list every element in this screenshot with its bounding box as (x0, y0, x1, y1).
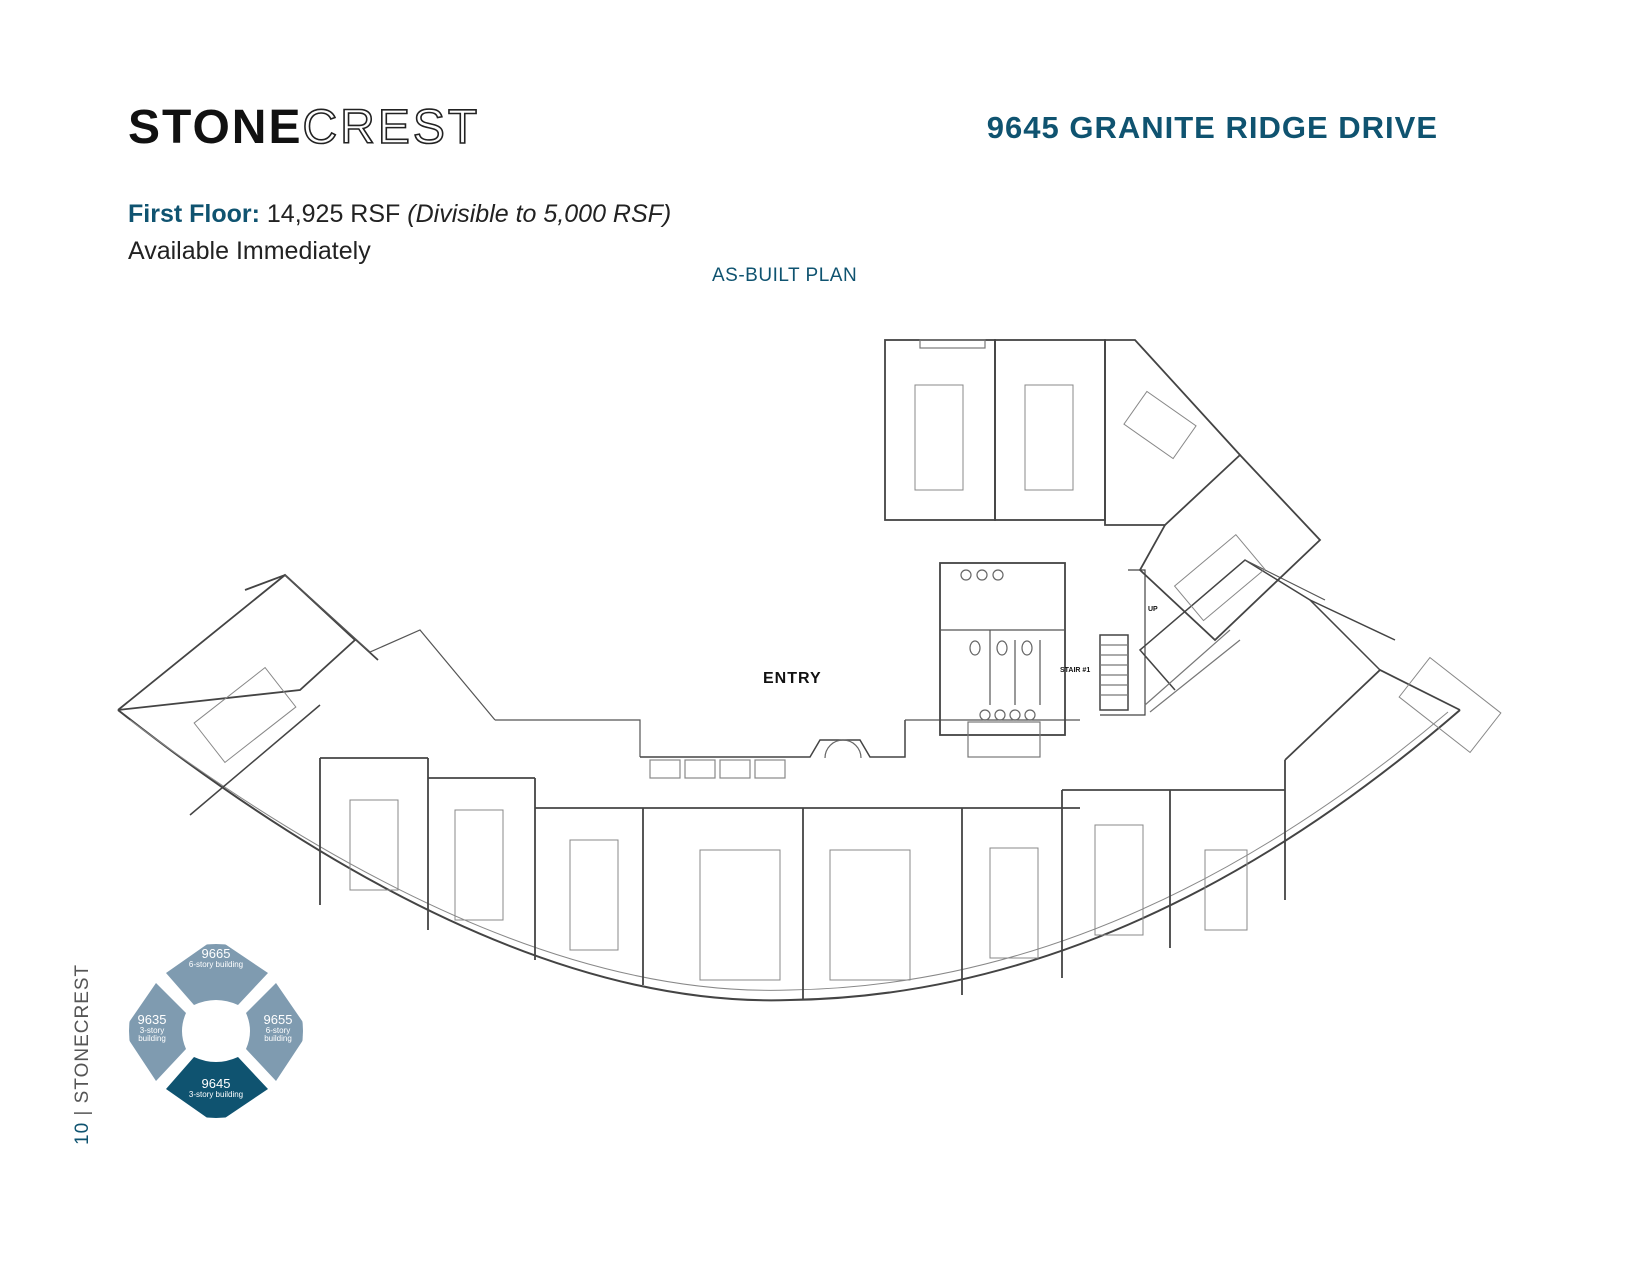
plan-caption: AS-BUILT PLAN (712, 265, 858, 286)
site-key-map: 9665 6-story building 9635 3-story build… (128, 943, 304, 1119)
floor-label: First Floor: (128, 200, 260, 228)
north-room-1 (884, 339, 996, 521)
building-9645-label: 9645 3-story building (188, 1076, 244, 1099)
brand-logo-solid: STONE (128, 101, 303, 154)
building-9665-shape (166, 944, 268, 1005)
divisible-note: (Divisible to 5,000 RSF) (407, 200, 672, 228)
floor-area: 14,925 RSF (266, 200, 401, 228)
building-9635-label: 9635 3-story building (137, 1012, 167, 1044)
availability-status: Available Immediately (128, 237, 371, 265)
north-room-3 (1104, 339, 1242, 526)
building-9655-shape (246, 983, 303, 1081)
brand-logo: STONECREST (128, 101, 481, 154)
stair-up-label: UP (1148, 606, 1158, 613)
key-map-graphic (129, 944, 303, 1118)
page-number: 10 (72, 1121, 93, 1145)
building-9665-label: 9665 6-story building (188, 946, 244, 969)
restroom-core (939, 562, 1066, 736)
stair-1 (1099, 634, 1129, 711)
building-address: 9645 GRANITE RIDGE DRIVE (986, 110, 1438, 145)
footer-separator: | (72, 1109, 93, 1116)
north-room-2 (994, 339, 1106, 521)
floor-summary: First Floor: 14,925 RSF (Divisible to 5,… (128, 200, 671, 229)
building-9645-shape (166, 1057, 268, 1118)
building-9635-shape (129, 983, 186, 1081)
building-9655-label: 9655 6-story building (263, 1012, 293, 1044)
stair-label: STAIR #1 (1060, 667, 1091, 674)
entry-label: ENTRY (763, 670, 822, 687)
brand-logo-outline: CREST (302, 101, 481, 154)
page-footer: 10 | STONECREST (72, 964, 94, 1145)
footer-brand: STONECREST (72, 963, 93, 1104)
